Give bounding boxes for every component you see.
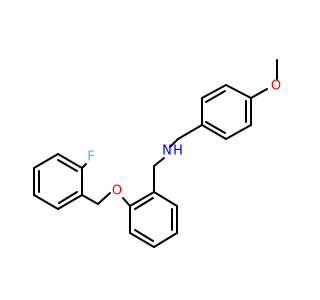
ether-oxygen-label: O [112, 184, 122, 199]
structure-canvas: F O N H O [33, 59, 282, 248]
methoxyphenyl-ring [201, 84, 252, 140]
ch2-n-bond [169, 138, 179, 148]
amine-nitrogen-label: N [162, 144, 172, 159]
molecule-structure: F O N H O [33, 59, 281, 248]
methoxy-oxygen-label: O [271, 79, 281, 94]
fluorophenyl-ring [33, 153, 83, 210]
aryl-o-bond [122, 197, 131, 207]
methoxy-bond [250, 88, 268, 99]
n-ch2-bond [153, 157, 165, 167]
central-phenyl-ring [129, 191, 178, 248]
ch2-fluorophenyl-bond [81, 194, 99, 205]
amine-hydrogen-label: H [173, 144, 183, 159]
fluorine-label: F [87, 150, 94, 165]
o-ch2-bond [97, 192, 111, 205]
benzyl-ch2-bond [177, 124, 203, 140]
c-f-bond [81, 163, 87, 169]
